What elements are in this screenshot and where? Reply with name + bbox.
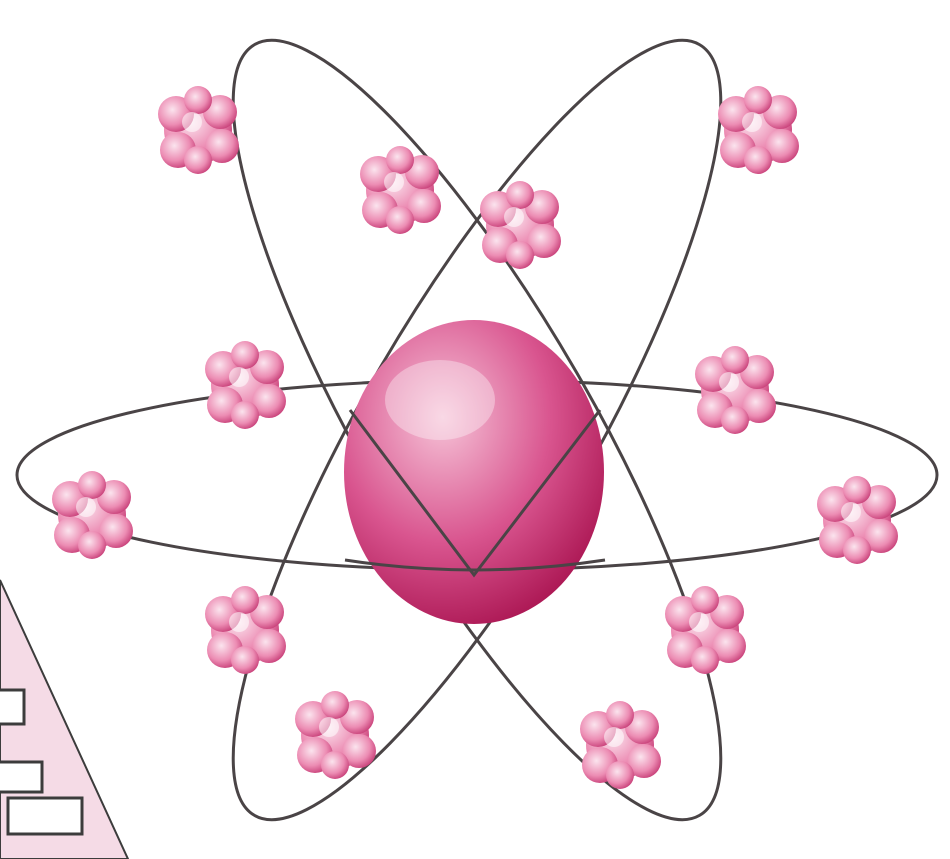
nucleus: [344, 320, 604, 624]
corner-block: [0, 690, 24, 724]
electron: [817, 476, 898, 564]
electron: [718, 86, 799, 174]
corner-block: [8, 798, 82, 834]
electron: [205, 341, 286, 429]
electron: [158, 86, 239, 174]
electron: [360, 146, 441, 234]
electron: [580, 701, 661, 789]
electron: [665, 586, 746, 674]
corner-block: [0, 762, 42, 792]
electron: [52, 471, 133, 559]
electron: [480, 181, 561, 269]
electron: [205, 586, 286, 674]
electron: [295, 691, 376, 779]
electron: [695, 346, 776, 434]
